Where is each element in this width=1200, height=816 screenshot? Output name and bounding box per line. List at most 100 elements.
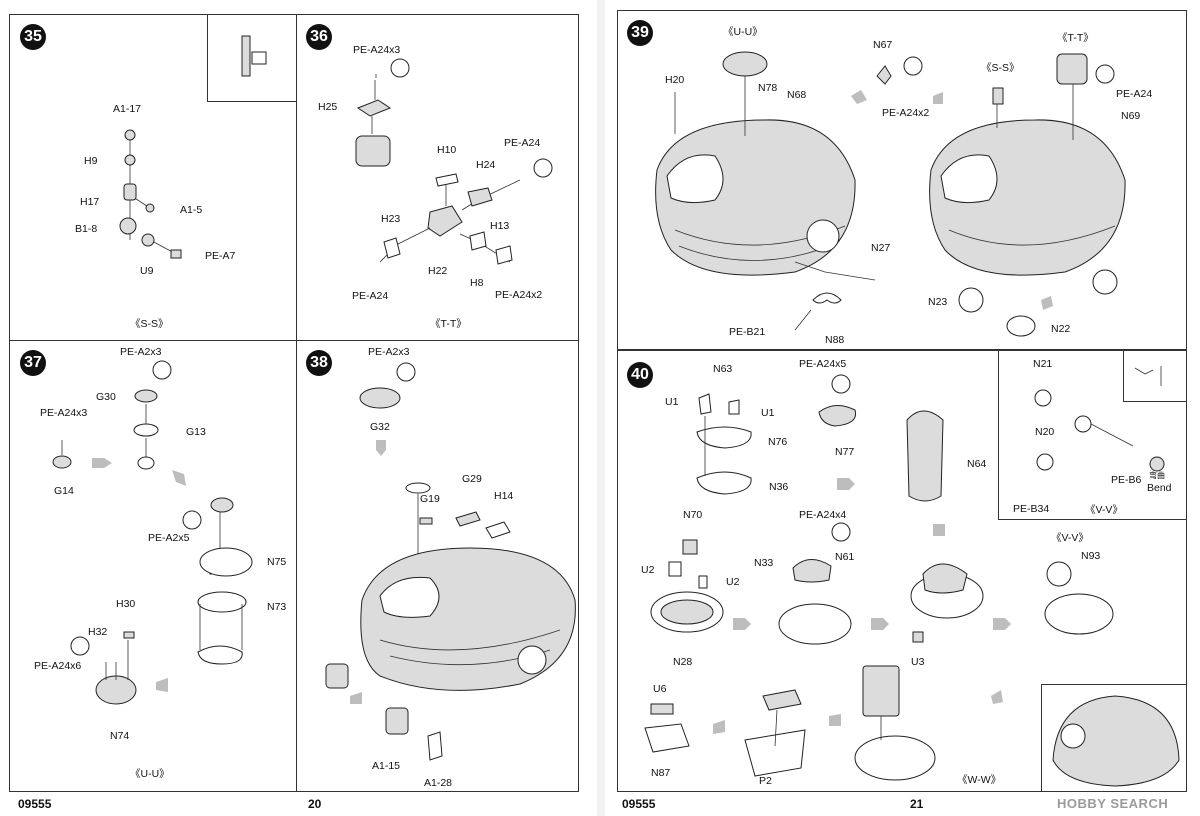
section-label: 《U-U》 (130, 768, 170, 780)
part-label: N87 (651, 767, 671, 779)
inset-ww-result (1041, 684, 1187, 792)
step-37-arrows (92, 458, 186, 692)
part-label: G13 (186, 426, 206, 438)
part-label: A1-28 (424, 777, 453, 789)
part-label: H9 (84, 155, 98, 167)
part-label: H25 (318, 101, 338, 113)
footer-code: 09555 (18, 797, 52, 811)
part-label: G19 (420, 493, 440, 505)
step-39-callouts (876, 56, 1115, 85)
step-40-assembly-n76 (696, 393, 752, 495)
left-page: 35 36 37 38 A1-17 H9 H17 A1-5 B1-8 U9 PE… (0, 0, 597, 816)
section-label: 《V-V》 (1051, 532, 1089, 544)
section-label: 《T-T》 (430, 318, 467, 330)
part-label: N74 (110, 730, 130, 742)
inset-bend-detail (1123, 350, 1187, 402)
panel-step-40 (617, 350, 1187, 792)
part-label: A1-5 (180, 204, 203, 216)
section-label: 《W-W》 (957, 774, 1002, 786)
part-label: H10 (437, 144, 457, 156)
part-label: H20 (665, 74, 685, 86)
step-40-assembly-ww (854, 665, 936, 781)
part-label: G29 (462, 473, 482, 485)
step-40-inset-vv-parts (1034, 366, 1165, 472)
part-label: H32 (88, 626, 108, 638)
part-label: PE-A24x4 (799, 509, 847, 521)
step-35-detail-inset (207, 14, 297, 102)
part-label: PE-A24 (504, 137, 541, 149)
part-label: U1 (761, 407, 775, 419)
left-page-drawings (52, 35, 576, 761)
part-label: H14 (494, 490, 514, 502)
part-label: A1-17 (113, 103, 142, 115)
step-38-badge: 38 (306, 350, 332, 376)
step-36-assembly (355, 58, 553, 265)
part-label: H22 (428, 265, 448, 277)
part-label: G14 (54, 485, 74, 497)
part-label: N20 (1035, 426, 1055, 438)
step-37-badge: 37 (20, 350, 46, 376)
part-label: H24 (476, 159, 496, 171)
page-number: 21 (910, 797, 924, 811)
page-number: 20 (308, 797, 322, 811)
part-label: PE-A24x3 (40, 407, 88, 419)
step-40-assembly-n77 (818, 374, 944, 502)
part-label: H23 (381, 213, 401, 225)
panel-step-38 (296, 340, 579, 792)
part-label: N61 (835, 551, 855, 563)
step-39-badge: 39 (627, 20, 653, 46)
part-label: PE-A7 (205, 250, 236, 262)
part-label: N93 (1081, 550, 1101, 562)
part-label: B1-8 (75, 223, 98, 235)
part-label: PE-A24x3 (353, 44, 401, 56)
part-label: N36 (769, 481, 789, 493)
part-label: G30 (96, 391, 116, 403)
part-label: PE-A24x2 (495, 289, 543, 301)
part-label: PE-B34 (1013, 503, 1050, 515)
right-page: 39 40 《U-U》 《T-T》 《S-S》 N67 H20 N78 PE-A… (605, 0, 1200, 816)
step-39-arrows (851, 90, 1053, 310)
step-40-assembly-n33 (778, 522, 984, 645)
part-label: PE-B21 (729, 326, 766, 338)
part-label: H13 (490, 220, 510, 232)
part-label: H17 (80, 196, 100, 208)
part-label: PE-A24x6 (34, 660, 82, 672)
part-label: PE-A2x3 (368, 346, 410, 358)
part-label: PE-A2x3 (120, 346, 162, 358)
part-label: PE-A24 (1116, 88, 1153, 100)
step-40-badge: 40 (627, 362, 653, 388)
part-label: N23 (928, 296, 948, 308)
part-label: N73 (267, 601, 287, 613)
part-label: N69 (1121, 110, 1141, 122)
part-label: N64 (967, 458, 987, 470)
step-40-final-turret (1052, 695, 1180, 787)
part-label: U9 (140, 265, 154, 277)
section-label: 《T-T》 (1057, 32, 1094, 44)
step-40-arrows (713, 478, 1011, 734)
part-label: N77 (835, 446, 855, 458)
step-37-assembly (52, 360, 253, 705)
section-label: 《S-S》 (981, 62, 1020, 74)
part-label: N70 (683, 509, 703, 521)
part-label: N21 (1033, 358, 1053, 370)
part-label: PE-B6 (1111, 474, 1142, 486)
part-label: N28 (673, 656, 693, 668)
part-label: U6 (653, 683, 667, 695)
part-label: PE-A24x2 (882, 107, 930, 119)
inset-vv-panel (998, 350, 1187, 520)
panel-step-39 (617, 10, 1187, 350)
bend-icon-label: 弯曲 (1149, 471, 1165, 480)
step-38-assembly (325, 362, 576, 761)
page-gutter (597, 0, 605, 816)
step-40-assembly-p2 (644, 689, 806, 777)
part-label: N63 (713, 363, 733, 375)
section-label: 《S-S》 (130, 318, 169, 330)
step-40-assembly-n28 (650, 539, 724, 633)
part-label: U2 (641, 564, 655, 576)
part-label: PE-A2x5 (148, 532, 190, 544)
section-label: 《V-V》 (1085, 504, 1123, 516)
step-35-inset-drawing (241, 35, 267, 77)
bend-label: Bend (1147, 482, 1172, 494)
part-label: N78 (758, 82, 778, 94)
